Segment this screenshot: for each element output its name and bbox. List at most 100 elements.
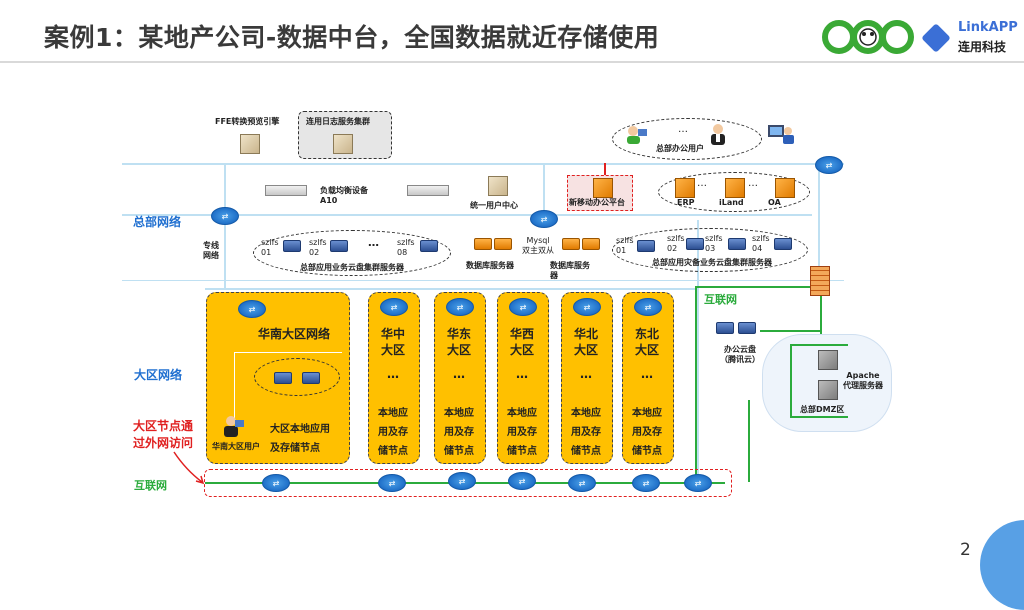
router-top-right: ⇄ (815, 156, 843, 174)
apache-label: Apache 代理服务器 (843, 371, 883, 390)
db-label-1: 数据库服务器 (466, 261, 514, 270)
firewall-to-dmz (820, 290, 822, 350)
cloud-disk-link (760, 330, 820, 332)
region-dots-4: … (580, 367, 592, 381)
region-dots-2: … (453, 367, 465, 381)
south-local-label: 大区本地应用 及存储节点 (270, 424, 330, 454)
region-1 (368, 292, 420, 464)
page-number: 2 (960, 540, 971, 560)
red-arrow-icon (173, 451, 205, 485)
internet-access-box (204, 469, 732, 497)
router-region-2: ⇄ (446, 298, 474, 316)
db-server-4-icon (582, 238, 600, 250)
linkapp-logo-icon (921, 23, 951, 53)
erp-label: ERP (677, 198, 695, 207)
backup-szlfs-01-icon (637, 240, 655, 252)
router-internet-1: ⇄ (262, 474, 290, 492)
szlfs-08-label: szlfs 08 (397, 238, 415, 257)
iland-label: iLand (719, 198, 744, 207)
dmz-to-bottom (748, 400, 750, 482)
router-region-1: ⇄ (380, 298, 408, 316)
office-users-ellipsis: … (678, 124, 688, 135)
backup-cluster-label: 总部应用灾备业务云盘集群服务器 (652, 258, 772, 267)
dmz-server-2-icon (818, 380, 838, 400)
region-title-5: 东北 大区 (634, 327, 659, 357)
south-user-icon (224, 416, 244, 437)
router-hq-left: ⇄ (211, 207, 239, 225)
admin-workstation-icon (768, 125, 794, 144)
south-inner-vertical (234, 352, 235, 422)
router-internet-7: ⇄ (684, 474, 712, 492)
router-internet-2: ⇄ (378, 474, 406, 492)
hq-region-divider (122, 280, 844, 281)
mobile-red-link (604, 163, 606, 175)
region-sub-1: 本地应 用及存 储节点 (378, 408, 408, 457)
node-access-label: 大区节点通 过外网访问 (133, 419, 194, 450)
region-dots-3: … (516, 367, 528, 381)
log-cluster-label: 连用日志服务集群 (306, 117, 370, 126)
region-title-1: 华中 大区 (380, 327, 405, 357)
szlfs-01-label: szlfs 01 (261, 238, 279, 257)
app-cluster-label: 总部应用业务云盘集群服务器 (300, 263, 404, 272)
region-sub-2: 本地应 用及存 储节点 (444, 408, 474, 457)
router-internet-6: ⇄ (632, 474, 660, 492)
backup-cluster-oval (612, 228, 808, 272)
router-internet-4: ⇄ (508, 472, 536, 490)
app-cluster-ellipsis: … (368, 236, 379, 249)
lb-label: 负载均衡设备 A10 (320, 186, 368, 205)
ffe-server-icon (240, 134, 260, 154)
office-users-label: 总部办公用户 (656, 144, 704, 153)
south-inner-line (234, 352, 342, 353)
db-label-2: 数据库服务 器 (550, 261, 590, 280)
iland-server-icon (725, 178, 745, 198)
backup-szlfs-04-label: szlfs 04 (752, 234, 770, 253)
router-region-5: ⇄ (634, 298, 662, 316)
region-network-label: 大区网络 (134, 368, 183, 382)
oa-server-icon (775, 178, 795, 198)
region-dots-5: … (641, 367, 653, 381)
router-internet-5: ⇄ (568, 474, 596, 492)
right-vertical (818, 163, 820, 283)
mysql-label: Mysql 双主双从 (522, 236, 554, 255)
backup-szlfs-01-label: szlfs 01 (616, 236, 634, 255)
internet-right-line (695, 286, 815, 288)
dedicated-line-label: 专线 网络 (203, 241, 219, 260)
biz-ellipsis-2: … (748, 178, 758, 189)
mobile-server-icon (593, 178, 613, 198)
dmz-label: 总部DMZ区 (800, 405, 845, 414)
firewall-icon (810, 266, 830, 296)
slide-title: 案例1：某地产公司-数据中台，全国数据就近存储使用 (44, 23, 660, 52)
region-dots-1: … (387, 367, 399, 381)
dmz-server-1-icon (818, 350, 838, 370)
db-server-3-icon (562, 238, 580, 250)
cloud-disk-2-icon (738, 322, 756, 334)
internet-label-right: 互联网 (704, 293, 737, 306)
app-cluster-oval (253, 230, 451, 276)
backup-szlfs-03-label: szlfs 03 (705, 234, 723, 253)
south-storage-oval (254, 358, 340, 396)
db-server-1-icon (474, 238, 492, 250)
internet-label-bottom: 互联网 (134, 479, 167, 492)
szlfs-02-label: szlfs 02 (309, 238, 327, 257)
oa-label: OA (768, 198, 781, 207)
router-south: ⇄ (238, 300, 266, 318)
erp-server-icon (675, 178, 695, 198)
uum-server-icon (488, 176, 508, 196)
router-hq-center: ⇄ (530, 210, 558, 228)
center-vertical (543, 163, 545, 218)
lb-device-icon-2 (407, 185, 449, 196)
office-user-icon-2 (711, 124, 725, 145)
router-internet-3: ⇄ (448, 472, 476, 490)
backup-szlfs-02-label: szlfs 02 (667, 234, 685, 253)
region-5 (622, 292, 674, 464)
log-server-icon (333, 134, 353, 154)
title-divider (0, 61, 1024, 63)
router-region-3: ⇄ (509, 298, 537, 316)
dmz-green-bracket (790, 344, 848, 418)
region-2 (434, 292, 486, 464)
south-user-label: 华南大区用户 (212, 442, 260, 451)
corner-decoration (980, 520, 1024, 610)
internet-vertical (697, 220, 699, 480)
szlfs-08-icon (420, 240, 438, 252)
cloud-disk-label: 办公云盘 （腾讯云） (720, 345, 760, 364)
